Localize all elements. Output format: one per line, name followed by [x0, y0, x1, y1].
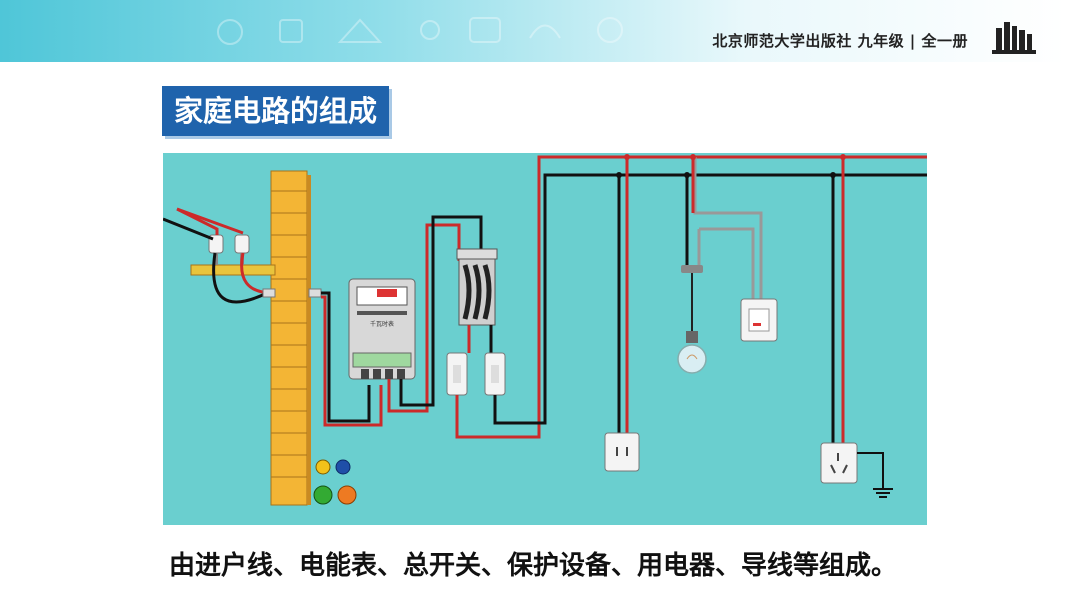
circuit-svg: 千瓦时表	[163, 154, 927, 506]
wall-switch-icon	[740, 298, 778, 342]
header-bar: 北京师范大学出版社 九年级 | 全一册	[0, 0, 1066, 62]
fuse-icon	[484, 352, 506, 396]
circuit-diagram: 千瓦时表	[163, 153, 927, 525]
two-pin-socket-icon	[604, 432, 640, 472]
publisher-text: 北京师范大学出版社 九年级 | 全一册	[712, 32, 968, 50]
header-decoration-icon	[217, 17, 623, 45]
fuse-icon	[446, 352, 468, 396]
knife-switch-icon	[456, 248, 498, 326]
caption-text: 由进户线、电能表、总开关、保护设备、用电器、导线等组成。	[168, 551, 897, 581]
ground-icon	[857, 452, 893, 498]
meter-label: 千瓦时表	[370, 320, 394, 328]
indicator-lights	[313, 459, 357, 505]
books-logo-icon	[992, 22, 1036, 54]
insulator-bracket	[190, 234, 276, 276]
three-pin-socket-icon	[820, 442, 858, 484]
electric-meter: 千瓦时表	[348, 278, 416, 380]
page-title: 家庭电路的组成	[162, 86, 390, 136]
light-bulb-icon	[677, 265, 707, 374]
brick-wall	[270, 170, 311, 506]
